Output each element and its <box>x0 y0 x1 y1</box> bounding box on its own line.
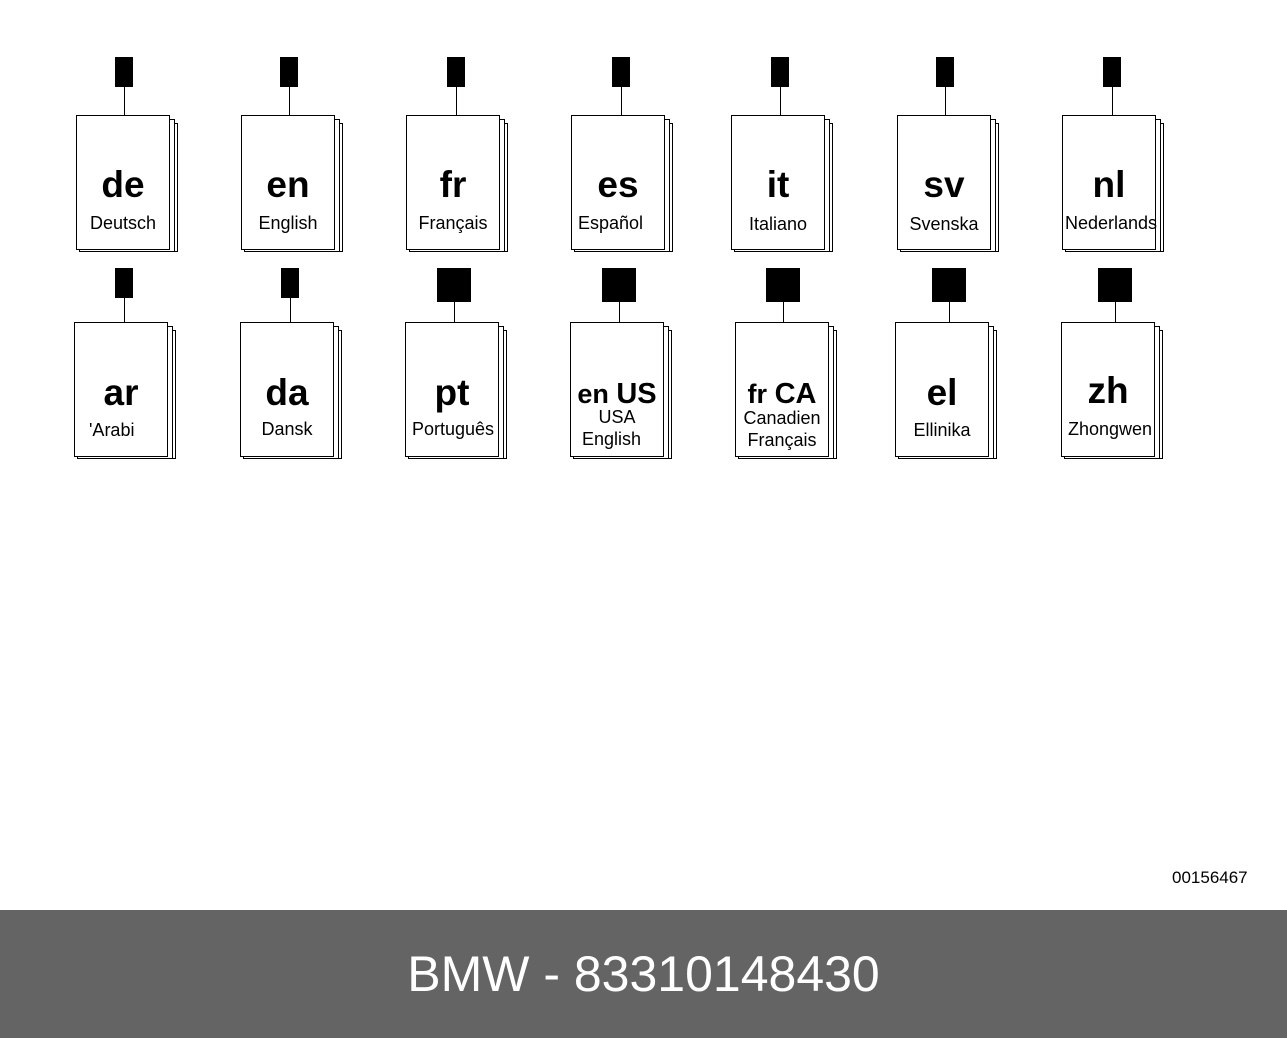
language-code: zh <box>1087 370 1129 411</box>
footer-bar: BMW - 83310148430 <box>0 910 1287 1038</box>
language-region: Canadien <box>743 408 821 428</box>
book-el: el Ellinika <box>895 268 1005 459</box>
language-code: nl <box>1092 164 1126 205</box>
tag-marker <box>1098 268 1132 302</box>
tag-marker <box>602 268 636 302</box>
book-de: de Deutsch <box>76 57 186 252</box>
language-code: sv <box>923 164 965 205</box>
language-name: Português <box>411 419 495 439</box>
language-name: Français <box>747 430 817 450</box>
language-name: Italiano <box>748 214 808 234</box>
book-ar: ar 'Arabi <box>74 268 184 459</box>
book-fr: fr Français <box>406 57 516 252</box>
tag-marker <box>766 268 800 302</box>
language-name: English <box>258 213 318 233</box>
book-en: en English <box>241 57 351 252</box>
book-da: da Dansk <box>240 268 350 459</box>
language-name: Zhongwen <box>1067 419 1153 439</box>
language-region: USA <box>598 407 636 427</box>
book-nl: nl Nederlands <box>1062 57 1172 252</box>
tag-marker <box>447 57 465 87</box>
language-name: Deutsch <box>89 213 157 233</box>
language-code: pt <box>434 372 470 413</box>
language-code: el <box>926 372 958 413</box>
book-en-us: en US USA English <box>570 268 680 459</box>
book-es: es Español <box>571 57 681 252</box>
tag-marker <box>1103 57 1121 87</box>
language-name: 'Arabi <box>89 420 135 440</box>
language-code: fr CA <box>747 378 817 410</box>
language-name: Ellinika <box>913 420 971 440</box>
tag-marker <box>437 268 471 302</box>
language-code: en US <box>577 378 657 410</box>
language-code: en <box>266 164 310 205</box>
footer-text: BMW - 83310148430 <box>407 946 880 1002</box>
language-code: es <box>597 164 639 205</box>
tag-marker <box>936 57 954 87</box>
reference-number: 00156467 <box>1172 868 1248 887</box>
book-pt: pt Português <box>405 268 515 459</box>
language-name: Français <box>418 213 488 233</box>
language-code: fr <box>439 164 467 205</box>
language-name: Nederlands <box>1064 213 1158 233</box>
language-name: English <box>582 429 642 449</box>
language-code: da <box>265 372 309 413</box>
language-name: Dansk <box>261 419 313 439</box>
tag-marker <box>115 268 133 298</box>
language-code: de <box>101 164 145 205</box>
tag-marker <box>771 57 789 87</box>
book-sv: sv Svenska <box>897 57 1007 252</box>
tag-marker <box>932 268 966 302</box>
book-fr-ca: fr CA Canadien Français <box>735 268 845 459</box>
tag-marker <box>280 57 298 87</box>
language-code: it <box>766 164 790 205</box>
book-zh: zh Zhongwen <box>1061 268 1171 459</box>
language-code: ar <box>103 372 139 413</box>
language-name: Español <box>578 213 644 233</box>
tag-marker <box>612 57 630 87</box>
tag-marker <box>115 57 133 87</box>
tag-marker <box>281 268 299 298</box>
language-name: Svenska <box>909 214 979 234</box>
book-it: it Italiano <box>731 57 841 252</box>
